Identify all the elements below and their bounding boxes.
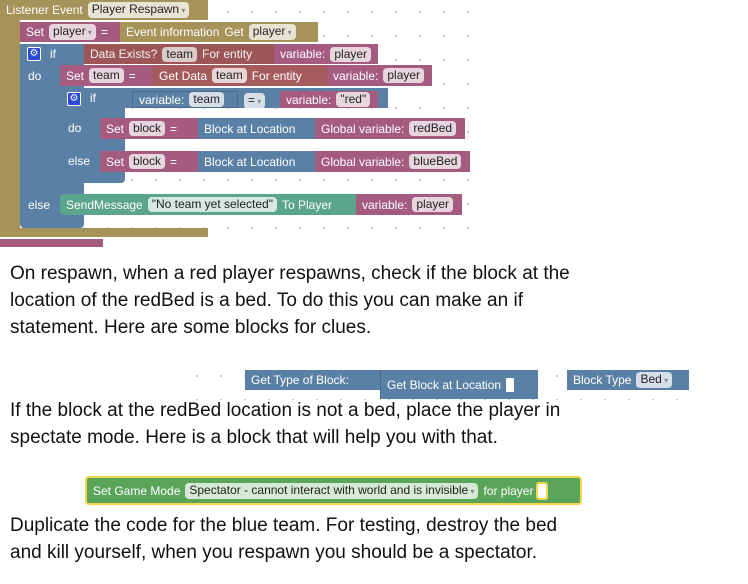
block-at-location-label: Block at Location bbox=[204, 154, 296, 169]
else-label: else bbox=[68, 154, 91, 168]
do-label: do bbox=[68, 121, 82, 135]
global-variable-label: Global variable: bbox=[321, 154, 405, 169]
variable-value[interactable]: "red" bbox=[336, 92, 371, 107]
equals-label: = bbox=[170, 121, 178, 136]
variable-label: variable: bbox=[280, 47, 326, 61]
get-type-of-block[interactable]: Get Type of Block: bbox=[245, 370, 380, 390]
var-dropdown[interactable]: player bbox=[49, 24, 96, 40]
block-at-location-block[interactable]: Block at Location bbox=[198, 118, 315, 139]
block-at-location-block[interactable]: Block at Location bbox=[198, 151, 315, 172]
data-exists-label: Data Exists? bbox=[90, 47, 158, 61]
if-label: if bbox=[50, 47, 56, 61]
message-field[interactable]: "No team yet selected" bbox=[147, 197, 277, 212]
get-label: Get bbox=[224, 25, 244, 39]
global-redbed-block[interactable]: Global variable: redBed bbox=[315, 118, 465, 139]
for-player-label: for player bbox=[483, 483, 534, 498]
listener-label: Listener Event bbox=[6, 3, 83, 17]
instruction-paragraph-1: On respawn, when a red player respawns, … bbox=[10, 260, 570, 341]
send-message-block[interactable]: SendMessage "No team yet selected" To Pl… bbox=[60, 194, 356, 215]
event-info-label: Event information bbox=[126, 25, 220, 39]
get-type-label: Get Type of Block: bbox=[251, 373, 349, 387]
set-player-block[interactable]: Set player = bbox=[20, 22, 120, 42]
info-dropdown[interactable]: player bbox=[248, 24, 296, 40]
text-line: Duplicate the code for the blue team. Fo… bbox=[10, 515, 558, 536]
input-socket[interactable] bbox=[536, 481, 549, 500]
key-field[interactable]: team bbox=[162, 46, 198, 62]
set-team-block[interactable]: Set team = bbox=[60, 65, 153, 86]
text-line: and kill yourself, when you respawn you … bbox=[10, 542, 538, 563]
global-variable-value[interactable]: blueBed bbox=[409, 154, 462, 169]
variable-team-block[interactable]: variable: team bbox=[132, 91, 238, 108]
data-exists-block[interactable]: Data Exists? team For entity bbox=[84, 44, 274, 64]
global-bluebed-block[interactable]: Global variable: blueBed bbox=[315, 151, 470, 172]
text-line: spectate mode. Here is a block that will… bbox=[10, 427, 498, 448]
var-field[interactable]: team bbox=[89, 68, 124, 83]
block-type-dropdown[interactable]: Bed bbox=[636, 372, 673, 388]
input-socket[interactable] bbox=[506, 377, 515, 392]
get-data-label: Get Data bbox=[159, 68, 208, 83]
set-game-mode-block[interactable]: Set Game Mode Spectator - cannot interac… bbox=[85, 476, 582, 505]
variable-red-block[interactable]: variable: "red" bbox=[280, 91, 378, 108]
variable-label: variable: bbox=[286, 92, 332, 107]
for-entity-label: For entity bbox=[202, 47, 253, 61]
send-message-label: SendMessage bbox=[66, 197, 143, 212]
set-block-red[interactable]: Set block = bbox=[100, 118, 198, 139]
variable-label: variable: bbox=[139, 92, 185, 107]
for-entity-label: For entity bbox=[251, 68, 302, 83]
get-data-block[interactable]: Get Data team For entity bbox=[153, 65, 327, 86]
global-variable-label: Global variable: bbox=[321, 121, 405, 136]
equals-label: = bbox=[100, 25, 108, 39]
variable-label: variable: bbox=[333, 68, 379, 83]
global-variable-value[interactable]: redBed bbox=[409, 121, 457, 136]
var-field[interactable]: block bbox=[129, 154, 166, 169]
set-label: Set bbox=[66, 68, 85, 83]
gear-icon[interactable]: ⚙ bbox=[27, 47, 41, 61]
event-dropdown[interactable]: Player Respawn bbox=[87, 2, 190, 18]
variable-player-block[interactable]: variable: player bbox=[356, 194, 462, 215]
instruction-paragraph-2: If the block at the redBed location is n… bbox=[10, 397, 560, 451]
equals-label: = bbox=[170, 154, 178, 169]
equals-label: = bbox=[128, 68, 136, 83]
set-label: Set bbox=[106, 121, 125, 136]
variable-value[interactable]: player bbox=[330, 46, 372, 62]
event-info-block[interactable]: Event information Get player bbox=[120, 22, 318, 42]
game-mode-dropdown[interactable]: Spectator - cannot interact with world a… bbox=[185, 482, 479, 499]
variable-player-block[interactable]: variable: player bbox=[274, 44, 378, 64]
text-line: If the block at the redBed location is n… bbox=[10, 400, 561, 421]
variable-label: variable: bbox=[362, 197, 408, 212]
variable-value[interactable]: team bbox=[189, 92, 225, 107]
get-block-at-location-block[interactable]: Get Block at Location bbox=[380, 370, 538, 399]
game-mode-label: Set Game Mode bbox=[93, 483, 181, 498]
instruction-paragraph-3: Duplicate the code for the blue team. Fo… bbox=[10, 512, 557, 566]
else-label: else bbox=[28, 198, 51, 212]
set-block-blue[interactable]: Set block = bbox=[100, 151, 198, 172]
var-field[interactable]: block bbox=[129, 121, 166, 136]
text-line: On respawn, when a red player respawns, … bbox=[10, 263, 570, 284]
set-label: Set bbox=[106, 154, 125, 169]
variable-player-block[interactable]: variable: player bbox=[327, 65, 432, 86]
variable-value[interactable]: player bbox=[383, 68, 425, 83]
operator-dropdown[interactable]: = bbox=[244, 93, 266, 109]
do-label: do bbox=[28, 69, 42, 83]
if-label: if bbox=[90, 91, 96, 105]
get-block-label: Get Block at Location bbox=[387, 377, 502, 392]
block-type-block[interactable]: Block Type Bed bbox=[567, 370, 689, 390]
gear-icon[interactable]: ⚙ bbox=[67, 92, 81, 106]
set-label: Set bbox=[26, 25, 45, 39]
text-line: location of the redBed is a bed. To do t… bbox=[10, 290, 523, 311]
text-line: statement. Here are some blocks for clue… bbox=[10, 317, 372, 338]
key-field[interactable]: team bbox=[212, 68, 247, 83]
to-player-label: To Player bbox=[281, 197, 332, 212]
block-type-label: Block Type bbox=[573, 373, 632, 387]
variable-value[interactable]: player bbox=[412, 197, 454, 212]
block-at-location-label: Block at Location bbox=[204, 121, 296, 136]
